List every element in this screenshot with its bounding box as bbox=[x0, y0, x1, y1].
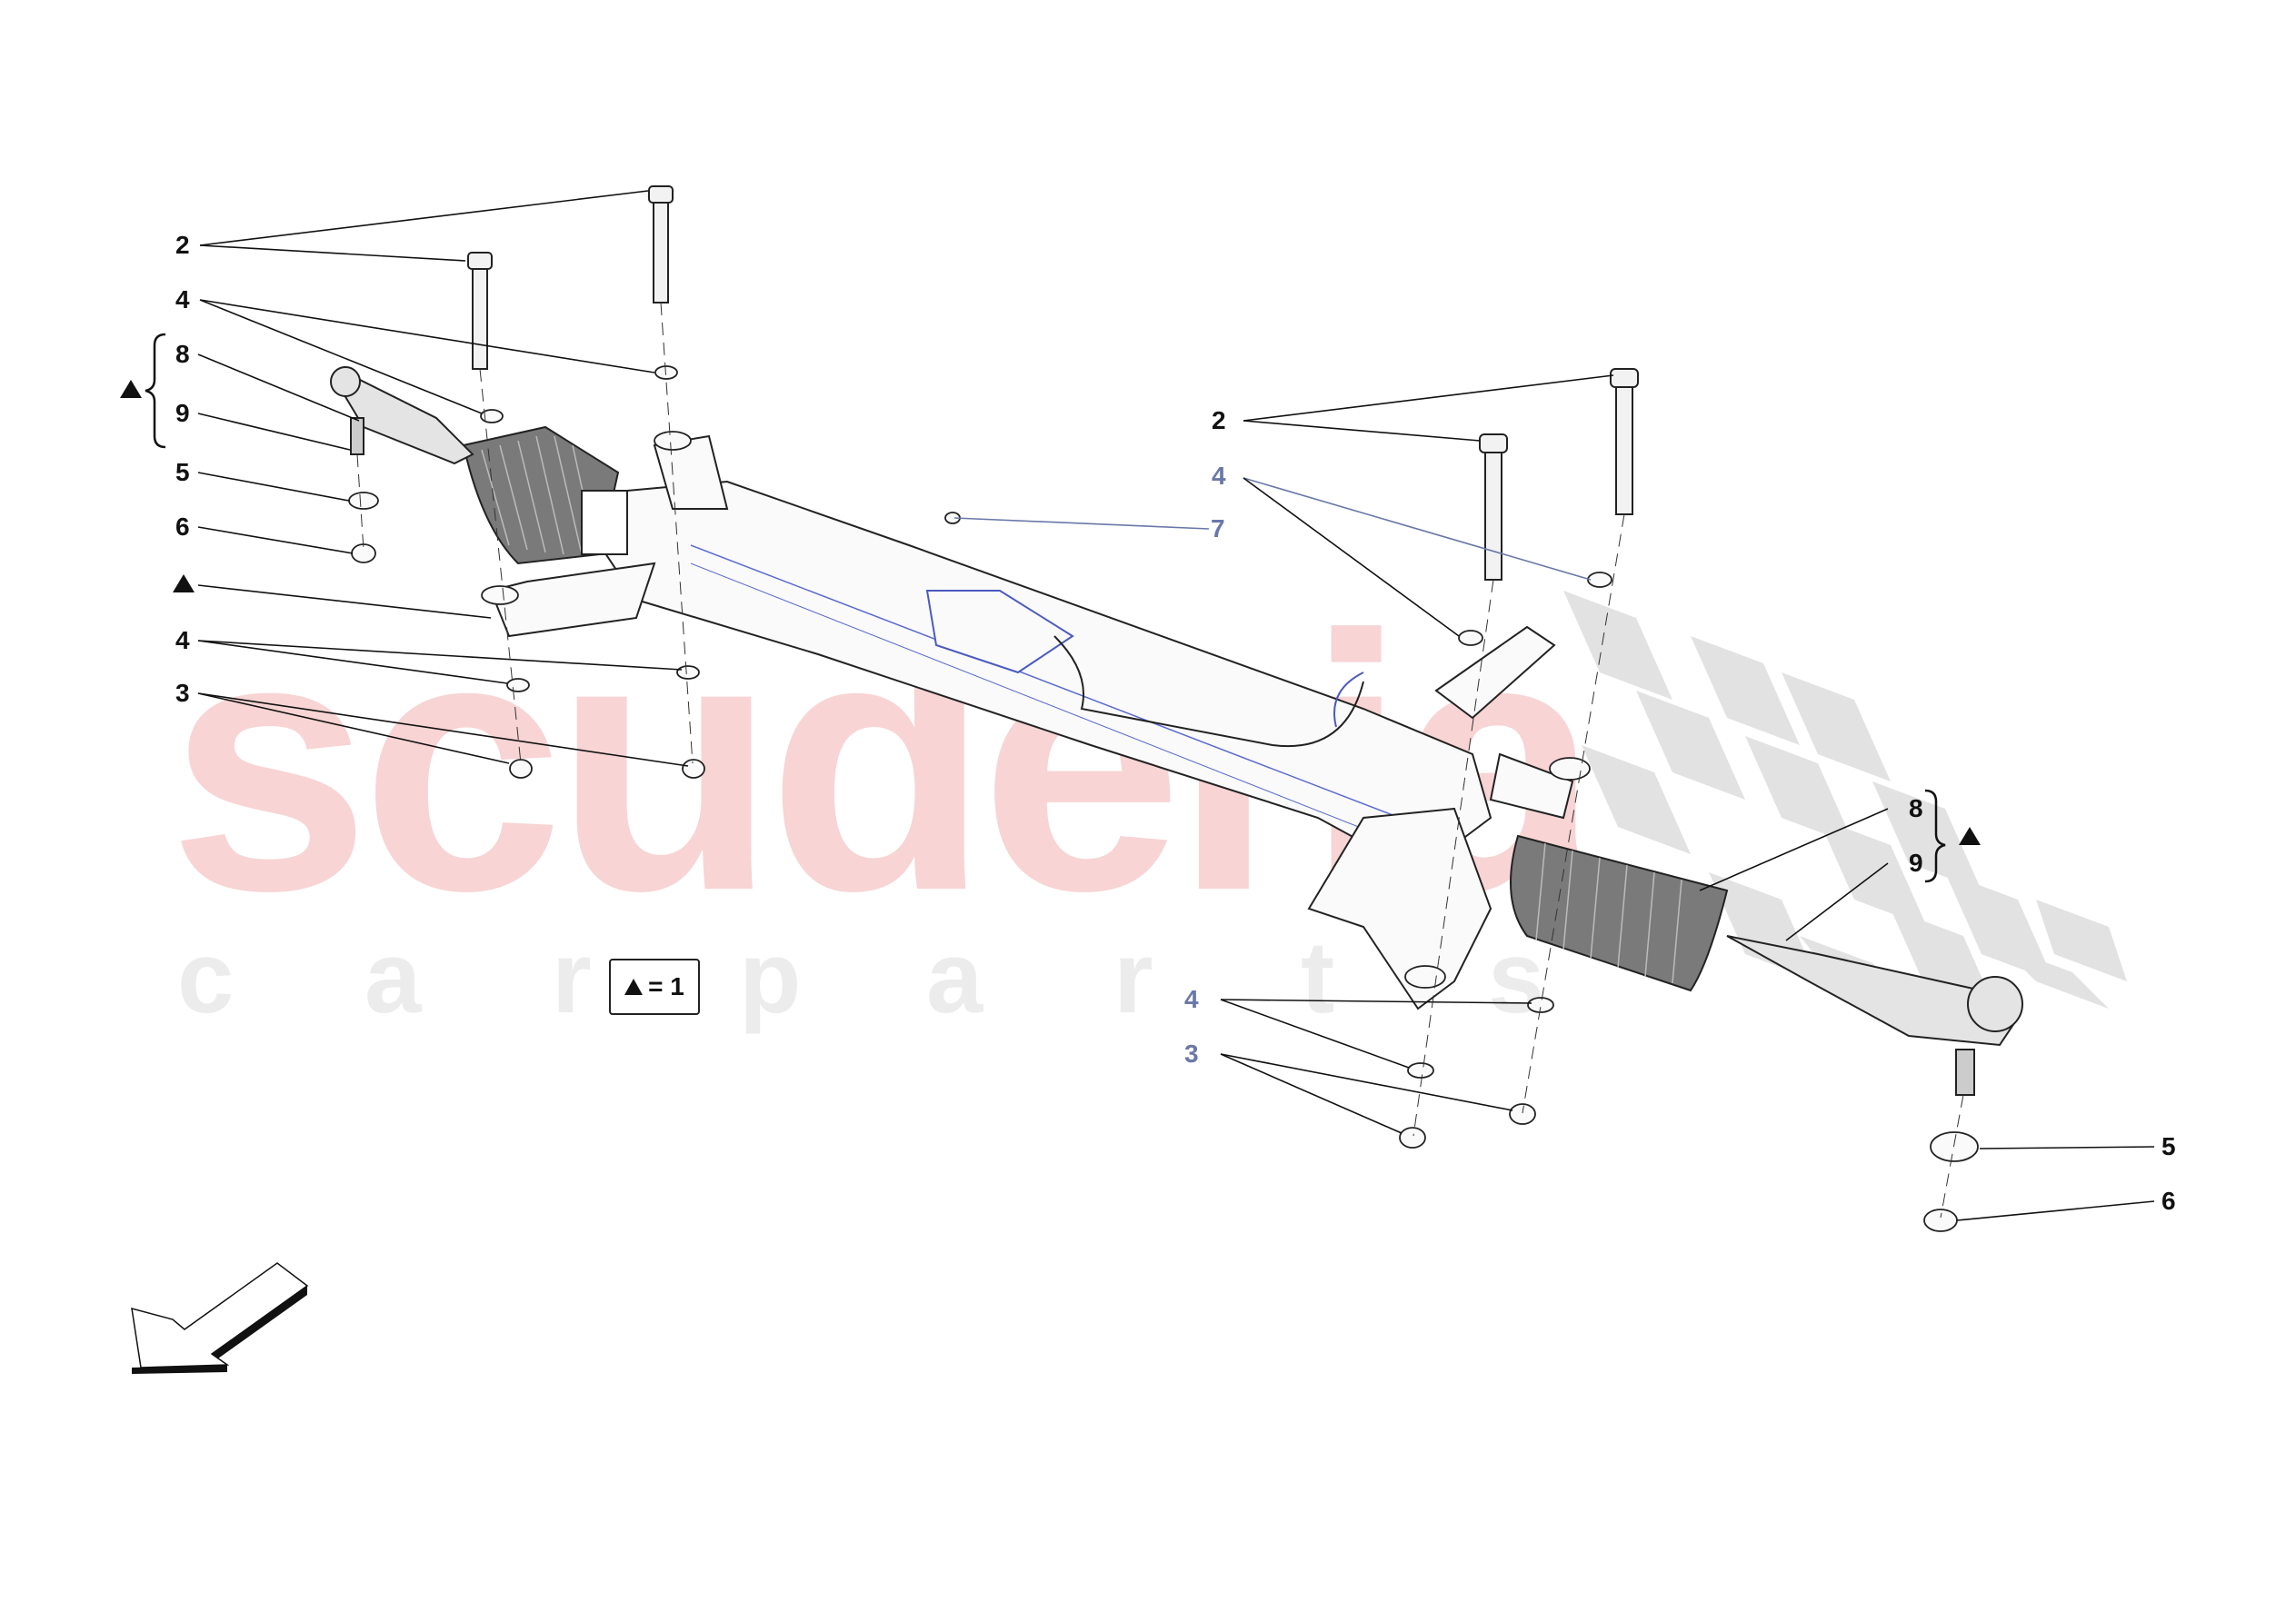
quantity-legend: = 1 bbox=[609, 959, 700, 1015]
callout-washer-4-left-top: 4 bbox=[175, 285, 190, 313]
callout-washer-5-left: 5 bbox=[175, 458, 190, 486]
callout-tie-rod-9-left: 9 bbox=[175, 399, 190, 427]
watermark-letter: r bbox=[552, 920, 592, 1034]
assembly-axis-lines bbox=[356, 302, 1964, 1219]
callout-washer-5-right: 5 bbox=[2161, 1132, 2176, 1160]
triangle-marker-icon bbox=[1959, 827, 1981, 845]
callout-bolt-2-left: 2 bbox=[175, 231, 190, 259]
callout-tie-rod-end-8-left: 8 bbox=[175, 340, 190, 368]
watermark-letter: t bbox=[1301, 920, 1335, 1034]
watermark-letter: r bbox=[1113, 920, 1153, 1034]
leader-lines bbox=[197, 190, 2155, 1221]
callout-washer-4-right-top: 4 bbox=[1212, 462, 1226, 490]
callout-screw-7: 7 bbox=[1211, 514, 1225, 542]
watermark-letter: a bbox=[926, 920, 983, 1034]
rack-housing bbox=[489, 434, 1574, 1010]
watermark-letter: p bbox=[739, 920, 802, 1034]
callout-tie-rod-9-right: 9 bbox=[1909, 849, 1923, 877]
callout-bolt-2-right: 2 bbox=[1212, 406, 1226, 434]
callout-nut-6-right: 6 bbox=[2161, 1187, 2176, 1215]
callout-washer-4-left-bottom: 4 bbox=[175, 626, 190, 654]
callout-tie-rod-end-8-right: 8 bbox=[1909, 794, 1923, 822]
right-tie-rod-end bbox=[1726, 935, 2023, 1096]
left-bellows-boot bbox=[462, 425, 628, 565]
triangle-icon bbox=[624, 979, 644, 995]
triangle-marker-icon bbox=[120, 380, 142, 398]
callout-nut-3-left: 3 bbox=[175, 679, 190, 707]
group-brackets bbox=[145, 333, 1946, 883]
watermark-letter: a bbox=[364, 920, 422, 1034]
right-bellows-boot bbox=[1510, 834, 1729, 992]
washer-and-nut-icons bbox=[348, 365, 1979, 1232]
callout-nut-3-right: 3 bbox=[1184, 1040, 1199, 1068]
front-direction-arrow-icon bbox=[131, 1262, 309, 1374]
callout-nut-6-left: 6 bbox=[175, 512, 190, 541]
triangle-marker-icon bbox=[173, 574, 195, 592]
callout-washer-4-right-bottom: 4 bbox=[1184, 985, 1199, 1013]
legend-text: = 1 bbox=[648, 972, 684, 1000]
watermark-letter: c bbox=[177, 920, 235, 1034]
left-tie-rod-end bbox=[330, 366, 474, 465]
